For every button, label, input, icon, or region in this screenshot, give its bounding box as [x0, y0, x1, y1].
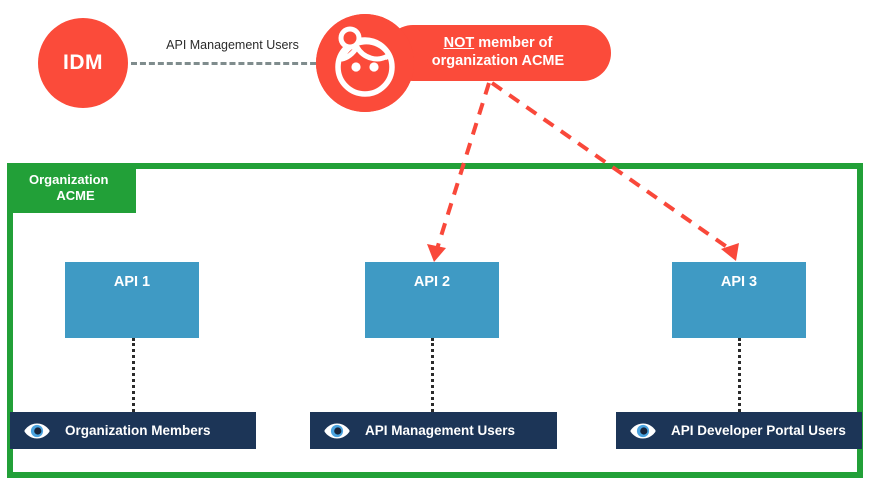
not-member-callout: NOT member of organization ACME — [385, 25, 611, 81]
not-member-callout-text: NOT member of organization ACME — [422, 35, 574, 70]
api-node-3: API 3 — [672, 262, 806, 338]
api-node-3-label: API 3 — [720, 274, 758, 290]
callout-emphasis: NOT — [443, 35, 475, 52]
user-face-icon — [316, 14, 414, 112]
api-node-1-label: API 1 — [113, 274, 151, 290]
idm-node-label: IDM — [63, 51, 103, 74]
eye-icon — [324, 423, 350, 438]
api-node-2-label: API 2 — [413, 274, 451, 290]
api-node-2: API 2 — [365, 262, 499, 338]
organization-tab-line1: Organization — [29, 171, 109, 187]
api-role-connector-3 — [738, 338, 741, 412]
api-role-connector-1 — [132, 338, 135, 412]
organization-tab-line2: ACME — [56, 188, 95, 203]
role-bar-api-management-users: API Management Users — [310, 412, 557, 449]
api-role-connector-2 — [431, 338, 434, 412]
eye-icon — [24, 423, 50, 438]
idm-user-connector-label: API Management Users — [143, 38, 322, 52]
eye-icon — [630, 423, 656, 438]
callout-line2: organization ACME — [431, 53, 565, 69]
organization-tab: Organization ACME — [7, 163, 136, 213]
role-bar-api-developer-portal-users: API Developer Portal Users — [616, 412, 862, 449]
idm-user-connector — [131, 62, 325, 65]
organization-container — [7, 163, 863, 478]
user-node — [316, 14, 414, 112]
role-bar-organization-members: Organization Members — [10, 412, 256, 449]
role-bar-label-3: API Developer Portal Users — [671, 423, 846, 438]
idm-node: IDM — [38, 18, 128, 108]
role-bar-label-2: API Management Users — [365, 423, 516, 438]
role-bar-label-1: Organization Members — [65, 423, 211, 438]
callout-rest-line1: member of — [474, 35, 553, 52]
api-node-1: API 1 — [65, 262, 199, 338]
